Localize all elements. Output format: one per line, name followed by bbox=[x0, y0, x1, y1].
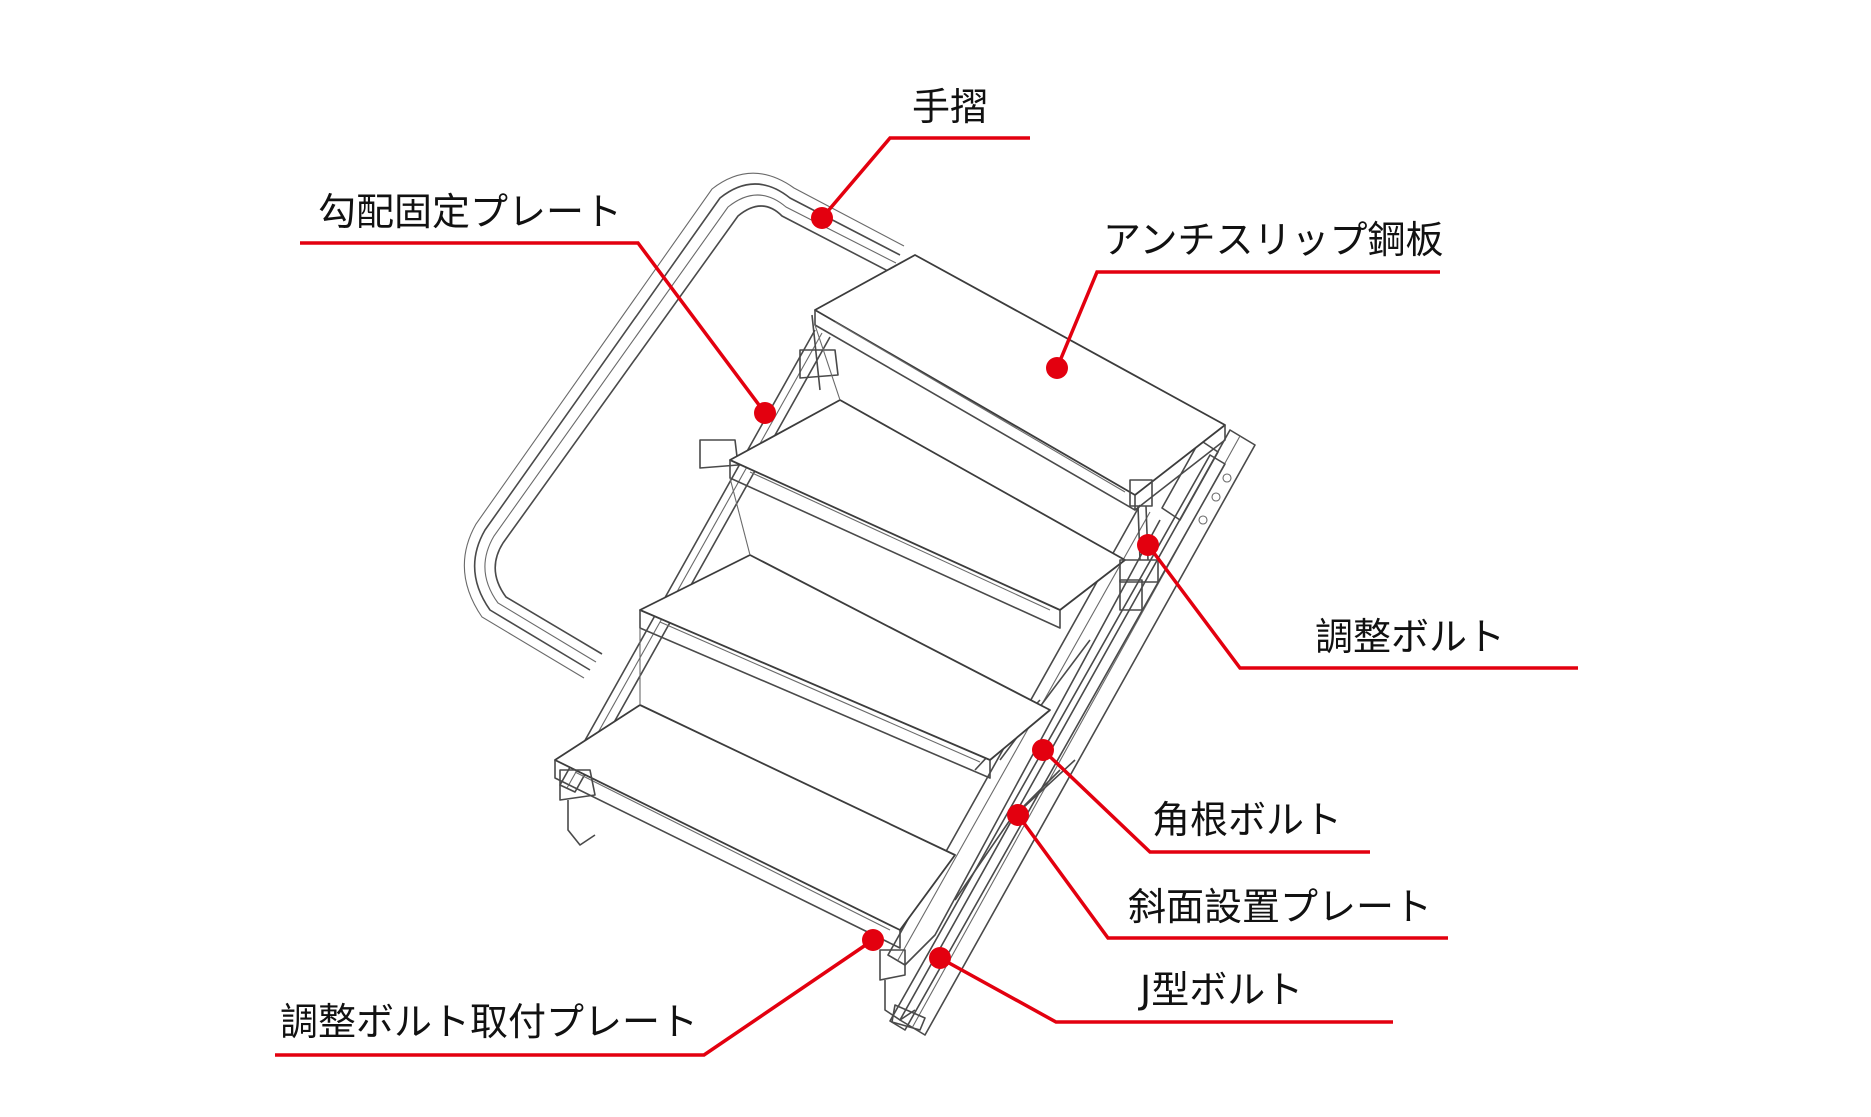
label-handrail: 手摺 bbox=[912, 85, 988, 129]
dot-slope-fixing-plate bbox=[754, 402, 776, 424]
dot-handrail bbox=[811, 207, 833, 229]
dot-carriage-bolt bbox=[1032, 739, 1054, 761]
dot-adjusting-bolt bbox=[1137, 534, 1159, 556]
left-stringer-drawing bbox=[559, 314, 839, 793]
leader-j-bolt bbox=[939, 956, 1393, 1024]
label-j-bolt: J型ボルト bbox=[1138, 968, 1303, 1012]
leader-adjusting-bolt bbox=[1146, 543, 1578, 670]
label-slope-fixing-plate: 勾配固定プレート bbox=[318, 190, 622, 234]
label-anti-slip-steel-plate: アンチスリップ鋼板 bbox=[1103, 218, 1443, 262]
handrail-drawing bbox=[463, 172, 905, 679]
leader-lines bbox=[275, 136, 1578, 1057]
label-slope-installation-plate: 斜面設置プレート bbox=[1128, 885, 1432, 929]
leader-adjusting-bolt-mounting-plate bbox=[275, 938, 874, 1057]
leader-slope-fixing-plate bbox=[300, 241, 767, 415]
callout-dots bbox=[754, 207, 1159, 969]
slope-installation-plate-drawing bbox=[889, 429, 1256, 1036]
label-adjusting-bolt-mounting-plate: 調整ボルト取付プレート bbox=[280, 1000, 698, 1044]
leader-anti-slip-steel-plate bbox=[1055, 270, 1440, 369]
dot-anti-slip-steel-plate bbox=[1046, 357, 1068, 379]
label-carriage-bolt: 角根ボルト bbox=[1152, 798, 1342, 842]
dot-j-bolt bbox=[929, 947, 951, 969]
leader-handrail bbox=[820, 136, 1030, 220]
stair-line-drawing bbox=[463, 172, 1256, 1036]
callout-labels: 手摺 勾配固定プレート アンチスリップ鋼板 調整ボルト 角根ボルト 斜面設置プレ… bbox=[280, 85, 1505, 1044]
dot-slope-installation-plate bbox=[1007, 804, 1029, 826]
dot-adjusting-bolt-mounting-plate bbox=[862, 929, 884, 951]
leader-slope-installation-plate bbox=[1016, 813, 1448, 940]
leader-carriage-bolt bbox=[1041, 748, 1370, 854]
label-adjusting-bolt: 調整ボルト bbox=[1315, 615, 1505, 659]
adjusting-bolts-drawing bbox=[559, 479, 1159, 1031]
stair-treads-drawing bbox=[554, 254, 1226, 949]
